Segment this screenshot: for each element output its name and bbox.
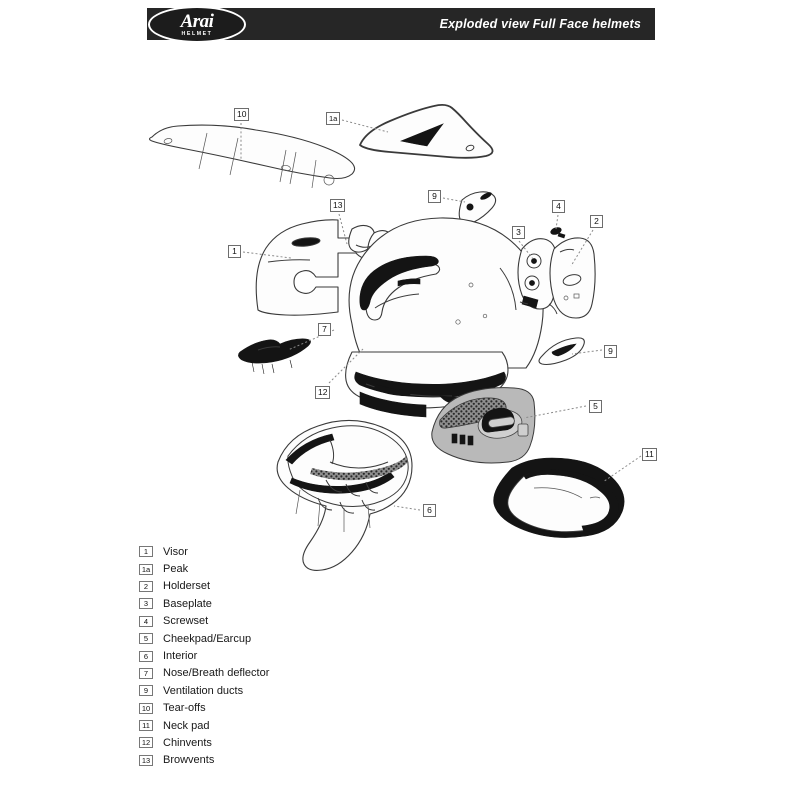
legend-badge: 12 [139, 737, 153, 749]
legend-label: Tear-offs [163, 702, 206, 715]
legend-item-interior: 6 Interior [139, 647, 399, 664]
brand-subtext: HELMET [181, 31, 213, 38]
legend-label: Browvents [163, 754, 215, 767]
callout-chinvents[interactable]: 12 [315, 386, 331, 399]
legend-item-browvents: 13 Browvents [139, 752, 399, 769]
legend-badge: 5 [139, 633, 153, 645]
part-helmet-shell [345, 217, 544, 418]
part-visor [255, 219, 381, 316]
legend-item-tear-offs: 10 Tear-offs [139, 700, 399, 717]
part-screwset [550, 227, 566, 239]
part-vent-duct-lower [538, 337, 585, 366]
legend-item-baseplate: 3 Baseplate [139, 595, 399, 612]
callout-neck-pad[interactable]: 11 [642, 448, 657, 461]
legend-badge: 6 [139, 650, 153, 662]
legend-badge: 7 [139, 667, 153, 679]
legend-badge: 10 [139, 702, 153, 714]
legend-label: Baseplate [163, 597, 212, 610]
legend-item-peak: 1a Peak [139, 560, 399, 577]
part-neck-pad [493, 457, 625, 538]
legend-label: Ventilation ducts [163, 684, 244, 697]
legend-item-nose-breath-deflector: 7 Nose/Breath deflector [139, 665, 399, 682]
part-cheekpad [431, 387, 536, 464]
legend-item-screwset: 4 Screwset [139, 613, 399, 630]
part-holderset [548, 237, 596, 319]
callout-screwset[interactable]: 4 [552, 200, 565, 213]
part-peak [359, 103, 494, 159]
legend-badge: 13 [139, 754, 153, 766]
legend-label: Screwset [163, 615, 209, 628]
callout-vent-duct-top[interactable]: 9 [428, 190, 441, 203]
legend-item-holderset: 2 Holderset [139, 578, 399, 595]
legend-badge: 1a [139, 563, 153, 575]
part-tear-offs [148, 124, 356, 189]
legend-badge: 2 [139, 580, 153, 592]
callout-holderset[interactable]: 2 [590, 215, 603, 228]
legend-badge: 11 [139, 720, 153, 732]
legend-label: Neck pad [163, 719, 210, 732]
arai-logo: Arai HELMET [148, 6, 246, 43]
legend-list: 1 Visor 1a Peak 2 Holderset 3 Baseplate 4 Screwse… [139, 543, 399, 769]
legend-label: Cheekpad/Earcup [163, 632, 252, 645]
legend-label: Visor [163, 545, 188, 558]
legend-item-chinvents: 12 Chinvents [139, 734, 399, 751]
legend-item-cheekpad-earcup: 5 Cheekpad/Earcup [139, 630, 399, 647]
leader-lines [240, 119, 642, 511]
part-browvents [348, 224, 395, 260]
legend-label: Holderset [163, 580, 211, 593]
callout-tear-offs[interactable]: 10 [234, 108, 250, 121]
legend-item-ventilation-ducts: 9 Ventilation ducts [139, 682, 399, 699]
part-baseplate [517, 238, 558, 310]
part-chinvents [373, 383, 411, 397]
callout-peak[interactable]: 1a [326, 112, 341, 125]
legend-item-visor: 1 Visor [139, 543, 399, 560]
callout-cheekpad[interactable]: 5 [589, 400, 602, 413]
part-nose-deflector [238, 338, 311, 375]
legend-badge: 9 [139, 685, 153, 697]
callout-browvents[interactable]: 13 [330, 199, 346, 212]
callout-baseplate[interactable]: 3 [512, 226, 525, 239]
brand-wordmark: Arai [180, 11, 214, 33]
legend-item-neck-pad: 11 Neck pad [139, 717, 399, 734]
callout-vent-duct-lower[interactable]: 9 [604, 345, 617, 358]
page-title: Exploded view Full Face helmets [439, 17, 641, 31]
legend-label: Nose/Breath deflector [163, 667, 270, 680]
legend-badge: 3 [139, 598, 153, 610]
legend-badge: 1 [139, 546, 153, 558]
legend-badge: 4 [139, 615, 153, 627]
part-vent-duct-upper [458, 191, 497, 225]
legend-label: Interior [163, 650, 198, 663]
callout-interior[interactable]: 6 [423, 504, 436, 517]
callout-nose-deflector[interactable]: 7 [318, 323, 331, 336]
callout-visor[interactable]: 1 [228, 245, 241, 258]
legend-label: Peak [163, 563, 189, 576]
legend-label: Chinvents [163, 736, 212, 749]
